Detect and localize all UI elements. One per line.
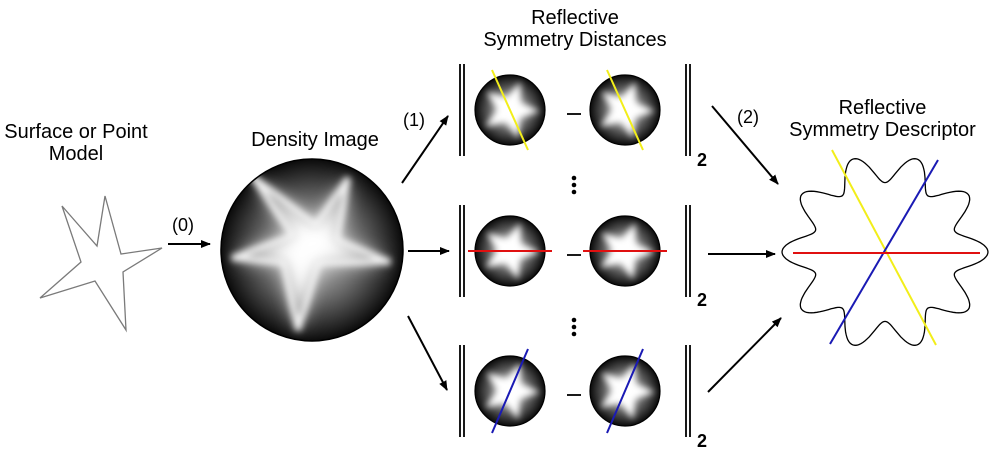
norm-row-middle (459, 205, 691, 297)
descriptor-axis-yellow (831, 149, 937, 346)
density-thumbnail (589, 348, 661, 434)
symmetry-axis-line (491, 69, 529, 151)
symmetry-descriptor-plot (781, 149, 989, 346)
ellipsis-top (571, 175, 577, 195)
density-star-glow (600, 81, 655, 139)
density-thumbnail (474, 69, 546, 151)
norm-subscript-top: 2 (697, 150, 708, 170)
descriptor-title: Reflective Symmetry Descriptor (789, 97, 976, 141)
norm-subscript-middle: 2 (697, 290, 708, 310)
surface-model-label: Surface or Point Model (4, 121, 148, 165)
norm-row-top (459, 64, 691, 156)
ellipsis-bottom (571, 317, 577, 337)
arrow-step-2-bottom (707, 317, 782, 393)
symmetry-axis-line (606, 348, 644, 434)
density-star-glow (485, 362, 540, 420)
symmetry-axis-line (491, 348, 529, 434)
symmetry-axis-line (606, 69, 644, 151)
descriptor-curve (781, 158, 989, 346)
distances-title: Reflective Symmetry Distances (483, 7, 667, 51)
norm-subscript-bottom: 2 (697, 431, 708, 451)
step-0-label: (0) (172, 215, 194, 235)
density-thumbnail (583, 215, 667, 287)
density-image (220, 158, 404, 342)
density-thumbnail (468, 215, 552, 287)
arrow-step-1-top (401, 115, 449, 184)
density-star-glow (485, 81, 540, 139)
density-image-label: Density Image (251, 129, 379, 151)
arrow-step-1-bottom (407, 315, 448, 391)
step-2-label: (2) (737, 107, 759, 127)
arrow-step-2-top (711, 105, 779, 185)
density-thumbnail (474, 348, 546, 434)
density-star-glow (232, 176, 390, 330)
norm-row-bottom (459, 345, 691, 437)
star-model-outline (39, 195, 163, 333)
distance-norm-rows (459, 64, 691, 437)
step-1-label: (1) (403, 110, 425, 130)
density-star-glow (600, 362, 655, 420)
density-thumbnail (589, 69, 661, 151)
